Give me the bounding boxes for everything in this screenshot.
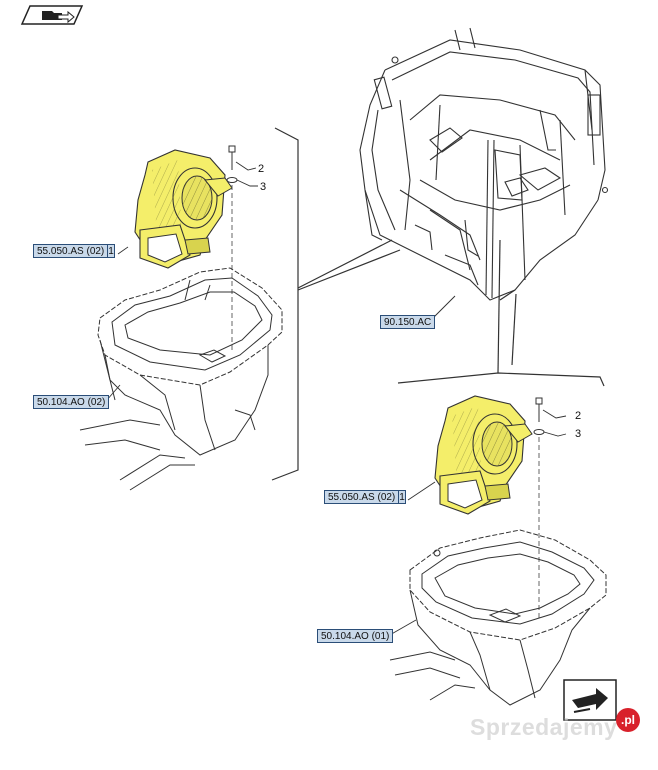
- leader-blower-top: [117, 246, 129, 255]
- ref-cab-frame[interactable]: 90.150.AC: [380, 315, 436, 329]
- folder-arrow-icon[interactable]: [20, 5, 84, 25]
- bolt-bottom: [533, 397, 545, 435]
- callout-leaders-top: [235, 161, 258, 187]
- ref-housing-bottom[interactable]: 50.104.AO (01): [317, 629, 394, 643]
- watermark-badge: .pl: [616, 708, 640, 732]
- callout-washer-bottom: 3: [575, 428, 582, 440]
- ref-blower-bottom-index[interactable]: 1: [398, 490, 406, 504]
- ref-blower-bottom[interactable]: 55.050.AS (02): [324, 490, 400, 504]
- cab-frame-drawing: [359, 27, 609, 301]
- ref-housing-top[interactable]: 50.104.AO (02): [33, 395, 110, 409]
- ref-blower-top[interactable]: 55.050.AS (02): [33, 244, 109, 258]
- bolt-top: [226, 145, 238, 183]
- leader-blower-bottom: [407, 481, 436, 501]
- callout-washer-top: 3: [260, 181, 267, 193]
- return-arrow-icon[interactable]: [563, 679, 617, 721]
- blower-motor-top: [134, 149, 233, 269]
- watermark-text: Sprzedajemy: [470, 714, 618, 740]
- section-divider-lines: [271, 127, 605, 481]
- callout-bolt-bottom: 2: [575, 410, 582, 422]
- ref-blower-top-index[interactable]: 1: [107, 244, 115, 258]
- blower-motor-bottom: [434, 395, 533, 515]
- air-housing-top: [79, 267, 283, 491]
- callout-bolt-top: 2: [258, 163, 265, 175]
- cab-frame-leader: [431, 295, 456, 320]
- air-housing-bottom: [389, 529, 607, 706]
- callout-leaders-bottom: [542, 409, 567, 437]
